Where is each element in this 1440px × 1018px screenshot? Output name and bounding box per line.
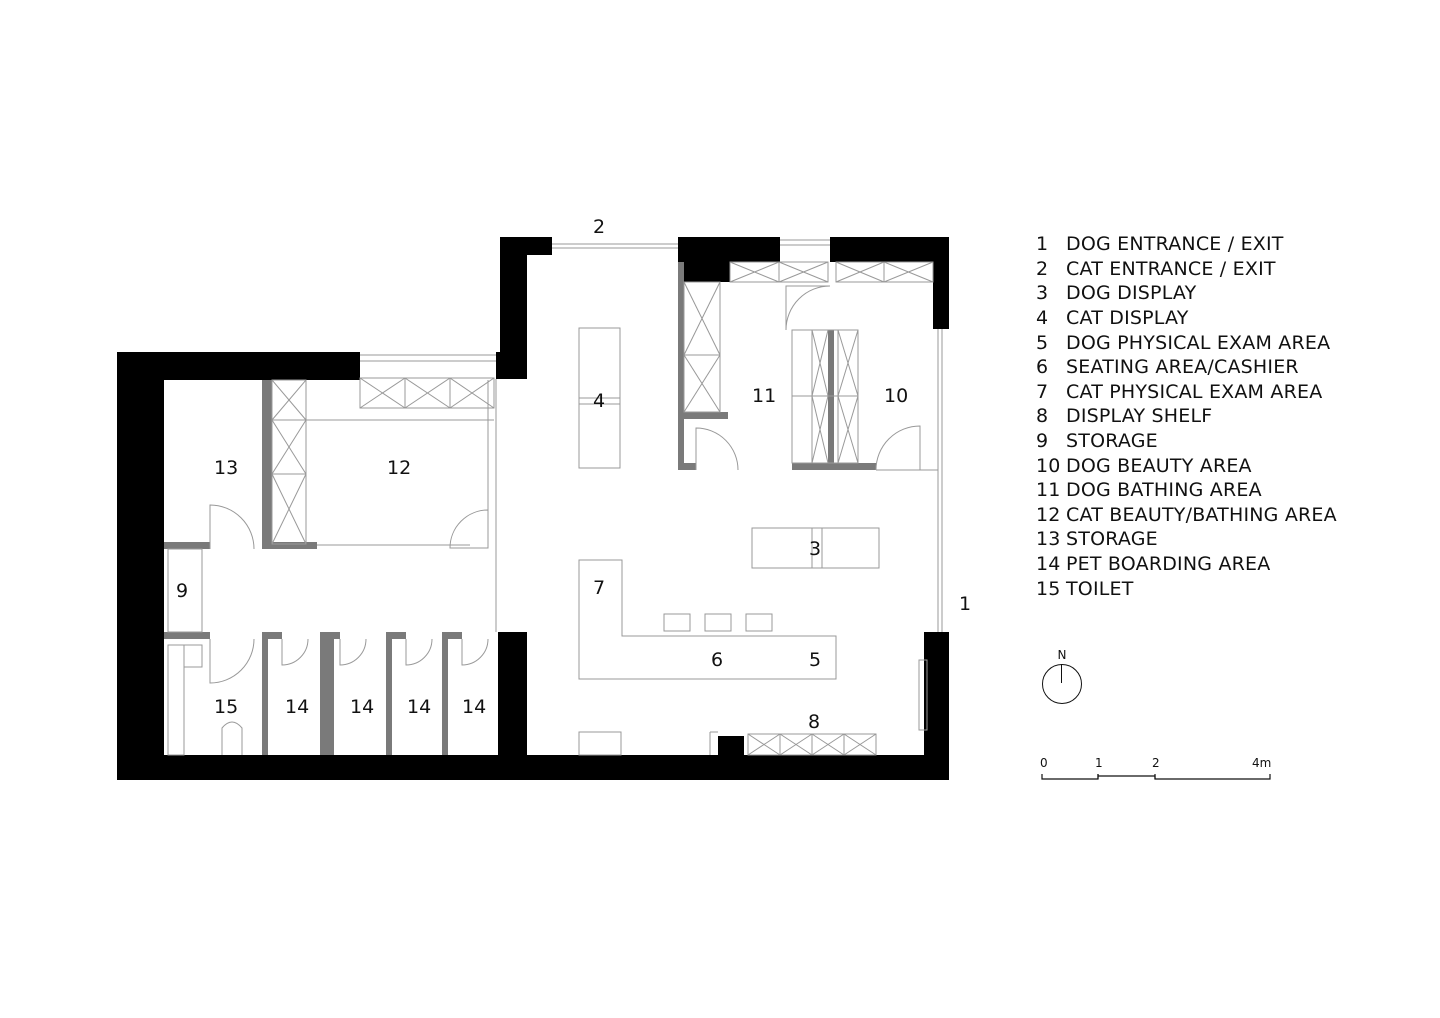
legend-label: PET BOARDING AREA — [1066, 553, 1271, 576]
north-arrow-icon: N — [1040, 648, 1086, 708]
room-label-3: 3 — [809, 538, 821, 560]
north-needle — [1061, 664, 1063, 683]
legend-label: CAT ENTRANCE / EXIT — [1066, 257, 1276, 280]
legend-number: 12 — [1036, 503, 1061, 526]
legend-label: DOG BATHING AREA — [1066, 479, 1262, 502]
fixtures — [167, 261, 938, 756]
scale-tick: 4m — [1252, 756, 1272, 770]
legend-number: 7 — [1036, 380, 1049, 403]
room-label-2: 2 — [593, 216, 605, 238]
room-label-14: 14 — [285, 696, 309, 718]
legend-label: STORAGE — [1066, 528, 1158, 551]
legend-label: DOG DISPLAY — [1066, 282, 1197, 305]
room-label-9: 9 — [176, 580, 188, 602]
room-label-14: 14 — [350, 696, 374, 718]
room-label-6: 6 — [711, 649, 723, 671]
room-label-1: 1 — [959, 593, 971, 615]
room-label-13: 13 — [214, 457, 238, 479]
legend-number: 8 — [1036, 405, 1049, 428]
room-label-15: 15 — [214, 696, 238, 718]
legend-label: CAT PHYSICAL EXAM AREA — [1066, 380, 1323, 403]
legend-label: DISPLAY SHELF — [1066, 405, 1213, 428]
legend-number: 6 — [1036, 356, 1049, 379]
legend-number: 15 — [1036, 577, 1061, 600]
legend-number: 3 — [1036, 282, 1049, 305]
legend-item: 8 DISPLAY SHELF — [1036, 404, 1337, 429]
scale-tick: 0 — [1040, 756, 1048, 770]
room-label-11: 11 — [752, 385, 776, 407]
legend-label: CAT BEAUTY/BATHING AREA — [1066, 503, 1337, 526]
legend-number: 4 — [1036, 307, 1049, 330]
scale-bar: 0 1 2 4m — [1040, 756, 1280, 786]
legend-label: SEATING AREA/CASHIER — [1066, 356, 1299, 379]
legend-item: 9 STORAGE — [1036, 429, 1337, 454]
legend-item: 2 CAT ENTRANCE / EXIT — [1036, 257, 1337, 282]
room-label-14: 14 — [407, 696, 431, 718]
room-label-12: 12 — [387, 457, 411, 479]
legend-item: 5 DOG PHYSICAL EXAM AREA — [1036, 330, 1337, 355]
legend-label: STORAGE — [1066, 430, 1158, 453]
legend-number: 13 — [1036, 528, 1061, 551]
north-label: N — [1057, 648, 1067, 662]
legend-label: CAT DISPLAY — [1066, 307, 1189, 330]
scale-line — [1041, 774, 1271, 780]
scale-tick: 1 — [1095, 756, 1103, 770]
exterior-walls — [117, 237, 949, 780]
legend-number: 14 — [1036, 553, 1061, 576]
legend-number: 5 — [1036, 331, 1049, 354]
legend-item: 1 DOG ENTRANCE / EXIT — [1036, 232, 1337, 257]
legend-label: TOILET — [1066, 577, 1134, 600]
legend: 1 DOG ENTRANCE / EXIT 2 CAT ENTRANCE / EXI… — [1036, 232, 1337, 601]
room-label-14: 14 — [462, 696, 486, 718]
legend-label: DOG ENTRANCE / EXIT — [1066, 233, 1284, 256]
scale-tick: 2 — [1152, 756, 1160, 770]
room-label-10: 10 — [884, 385, 908, 407]
legend-label: DOG PHYSICAL EXAM AREA — [1066, 331, 1331, 354]
interior-partitions — [164, 262, 876, 755]
legend-number: 10 — [1036, 454, 1061, 477]
legend-item: 4 CAT DISPLAY — [1036, 306, 1337, 331]
legend-number: 11 — [1036, 479, 1061, 502]
room-labels: 1 2 3 4 5 6 7 8 9 10 11 12 13 14 14 14 1… — [176, 216, 971, 733]
room-label-8: 8 — [808, 711, 820, 733]
windows — [360, 239, 943, 731]
legend-item: 6 SEATING AREA/CASHIER — [1036, 355, 1337, 380]
legend-label: DOG BEAUTY AREA — [1066, 454, 1252, 477]
legend-number: 1 — [1036, 233, 1049, 256]
room-label-7: 7 — [593, 577, 605, 599]
room-label-5: 5 — [809, 649, 821, 671]
room-label-4: 4 — [593, 390, 605, 412]
legend-number: 2 — [1036, 257, 1049, 280]
legend-item: 3 DOG DISPLAY — [1036, 281, 1337, 306]
legend-number: 9 — [1036, 430, 1049, 453]
legend-item: 7 CAT PHYSICAL EXAM AREA — [1036, 380, 1337, 405]
